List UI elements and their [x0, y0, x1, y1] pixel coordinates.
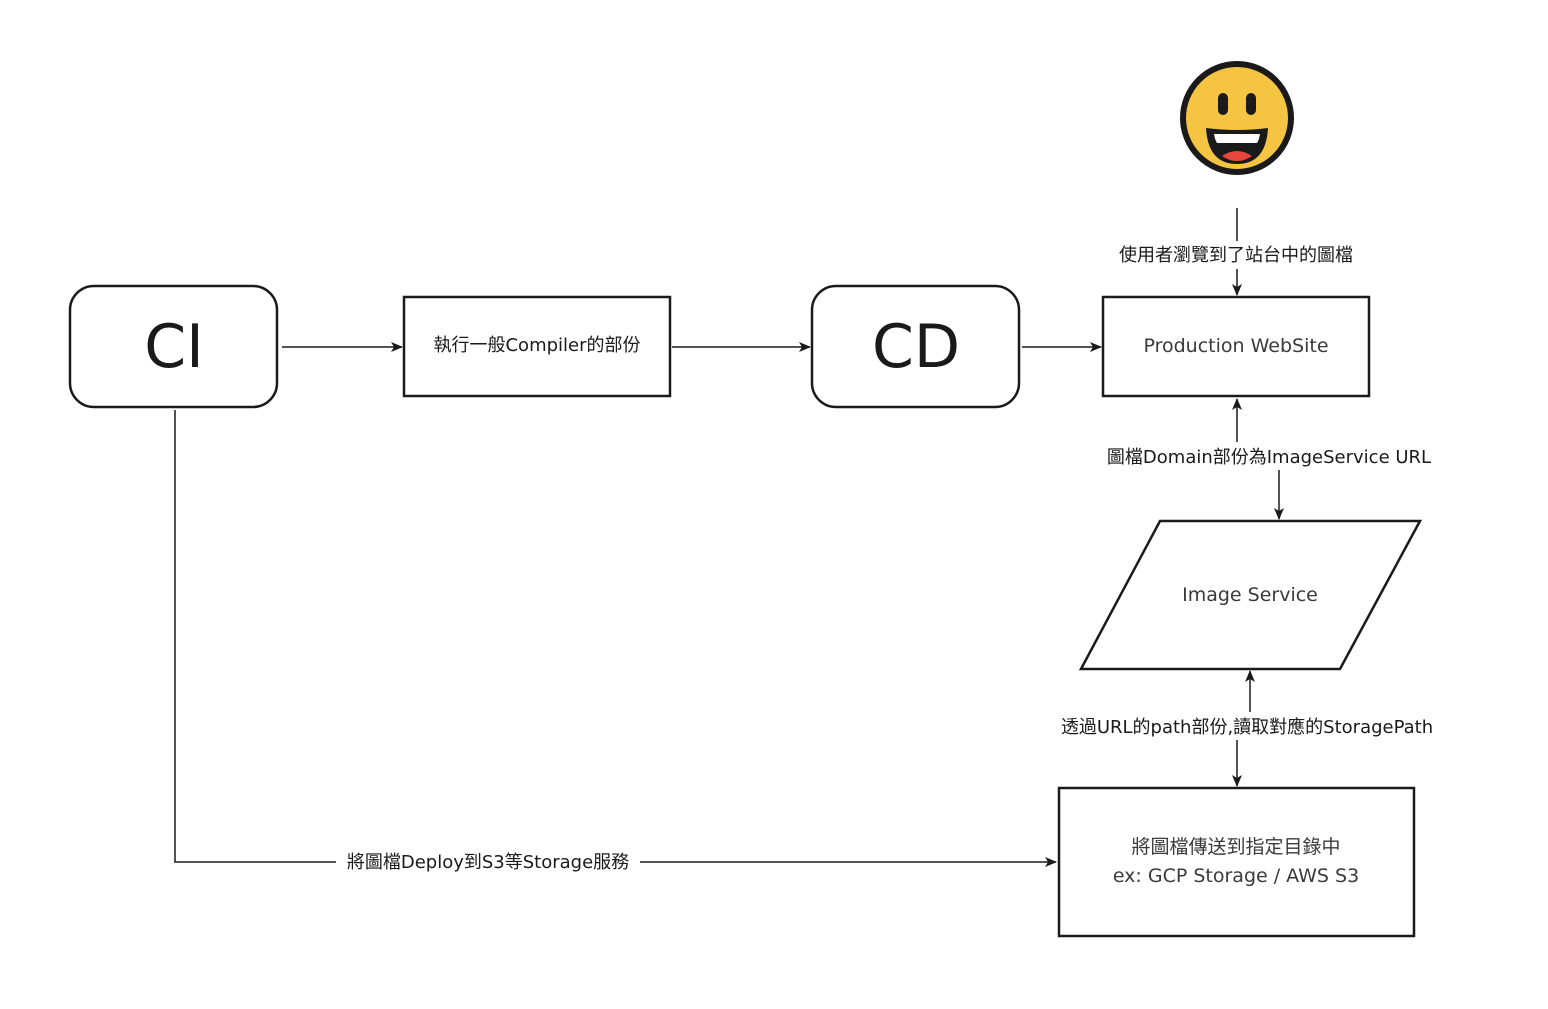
edge-label-deploy-s3: 將圖檔Deploy到S3等Storage服務 [347, 852, 629, 873]
edge-label-image-domain: 圖檔Domain部份為ImageService URL [1107, 447, 1431, 468]
node-production-website[interactable]: Production WebSite [1101, 295, 1371, 398]
node-ci[interactable]: CI [68, 284, 279, 409]
edge-label-user-browse: 使用者瀏覽到了站台中的圖檔 [1119, 245, 1353, 266]
node-storage-line2: ex: GCP Storage / AWS S3 [1113, 865, 1359, 887]
node-ci-label: CI [144, 312, 204, 382]
node-image-service[interactable]: Image Service [1078, 519, 1423, 671]
edge-label-url-path: 透過URL的path部份,讀取對應的StoragePath [1061, 716, 1433, 738]
edge-ci-to-storage [174, 410, 1057, 867]
node-cd[interactable]: CD [810, 284, 1021, 409]
node-compile[interactable]: 執行一般Compiler的部份 [402, 295, 672, 398]
node-image-service-label: Image Service [1182, 584, 1318, 606]
smiley-face-icon [1180, 61, 1294, 175]
node-cd-label: CD [872, 312, 960, 382]
node-storage-line1: 將圖檔傳送到指定目錄中 [1131, 836, 1340, 858]
node-storage[interactable]: 將圖檔傳送到指定目錄中 ex: GCP Storage / AWS S3 [1057, 786, 1416, 938]
node-production-label: Production WebSite [1143, 335, 1328, 357]
node-compile-label: 執行一般Compiler的部份 [433, 335, 640, 356]
